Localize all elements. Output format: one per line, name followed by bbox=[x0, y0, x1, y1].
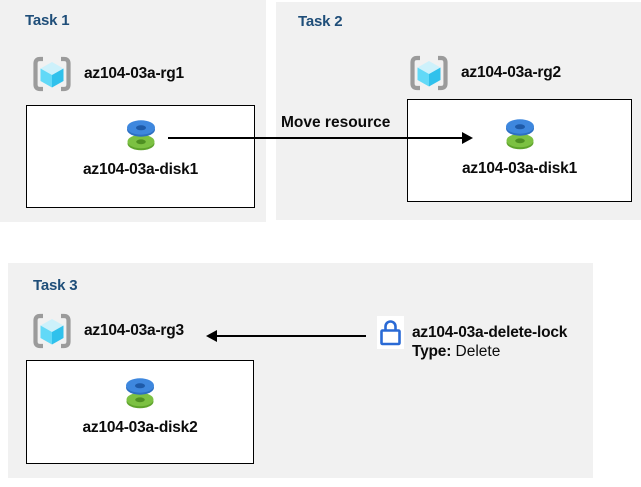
disk-name: az104-03a-disk1 bbox=[461, 160, 578, 177]
lock-icon bbox=[380, 320, 401, 346]
resource-group-icon bbox=[410, 55, 448, 91]
task1-title: Task 1 bbox=[25, 12, 70, 29]
disk-icon bbox=[505, 119, 534, 150]
resource-group-icon bbox=[33, 56, 71, 92]
resource-group-icon bbox=[33, 313, 71, 349]
lock-type-label: Type: bbox=[412, 343, 452, 360]
disk-icon bbox=[126, 120, 155, 151]
lock-icon-tile bbox=[377, 316, 404, 349]
move-arrow-head-icon bbox=[462, 132, 473, 144]
lock-annotation: az104-03a-delete-lock Type: Delete bbox=[412, 323, 567, 361]
disk-icon bbox=[126, 378, 154, 409]
task3-disk-box: az104-03a-disk2 bbox=[26, 360, 254, 464]
task1-panel: Task 1 az104-03a-rg1 az104-03a-disk1 bbox=[0, 0, 266, 222]
task1-resource-group-row: az104-03a-rg1 bbox=[32, 56, 184, 92]
disk-name: az104-03a-disk2 bbox=[82, 419, 198, 436]
task2-title: Task 2 bbox=[298, 13, 343, 30]
task1-disk-box: az104-03a-disk1 bbox=[26, 105, 255, 208]
task2-resource-group-row: az104-03a-rg2 bbox=[409, 55, 561, 91]
resource-group-name: az104-03a-rg1 bbox=[84, 65, 184, 82]
move-arrow-line bbox=[168, 137, 462, 139]
disk-name: az104-03a-disk1 bbox=[82, 161, 199, 178]
task3-panel: Task 3 az104-03a-rg3 az104-03a-disk2 bbox=[8, 263, 593, 478]
lock-name: az104-03a-delete-lock bbox=[412, 324, 568, 341]
task2-panel: Task 2 az104-03a-rg2 az104-03a-disk1 bbox=[276, 2, 641, 220]
move-resource-label: Move resource bbox=[281, 114, 391, 131]
resource-group-name: az104-03a-rg2 bbox=[461, 64, 561, 81]
task2-disk-box: az104-03a-disk1 bbox=[407, 99, 632, 202]
lock-type-value: Delete bbox=[455, 343, 501, 360]
task3-title: Task 3 bbox=[33, 277, 78, 294]
lock-arrow-line bbox=[216, 335, 366, 337]
task3-resource-group-row: az104-03a-rg3 bbox=[32, 313, 184, 349]
lock-type: Type: Delete bbox=[412, 342, 567, 361]
lock-arrow-head-icon bbox=[206, 330, 217, 342]
resource-group-name: az104-03a-rg3 bbox=[84, 322, 184, 339]
